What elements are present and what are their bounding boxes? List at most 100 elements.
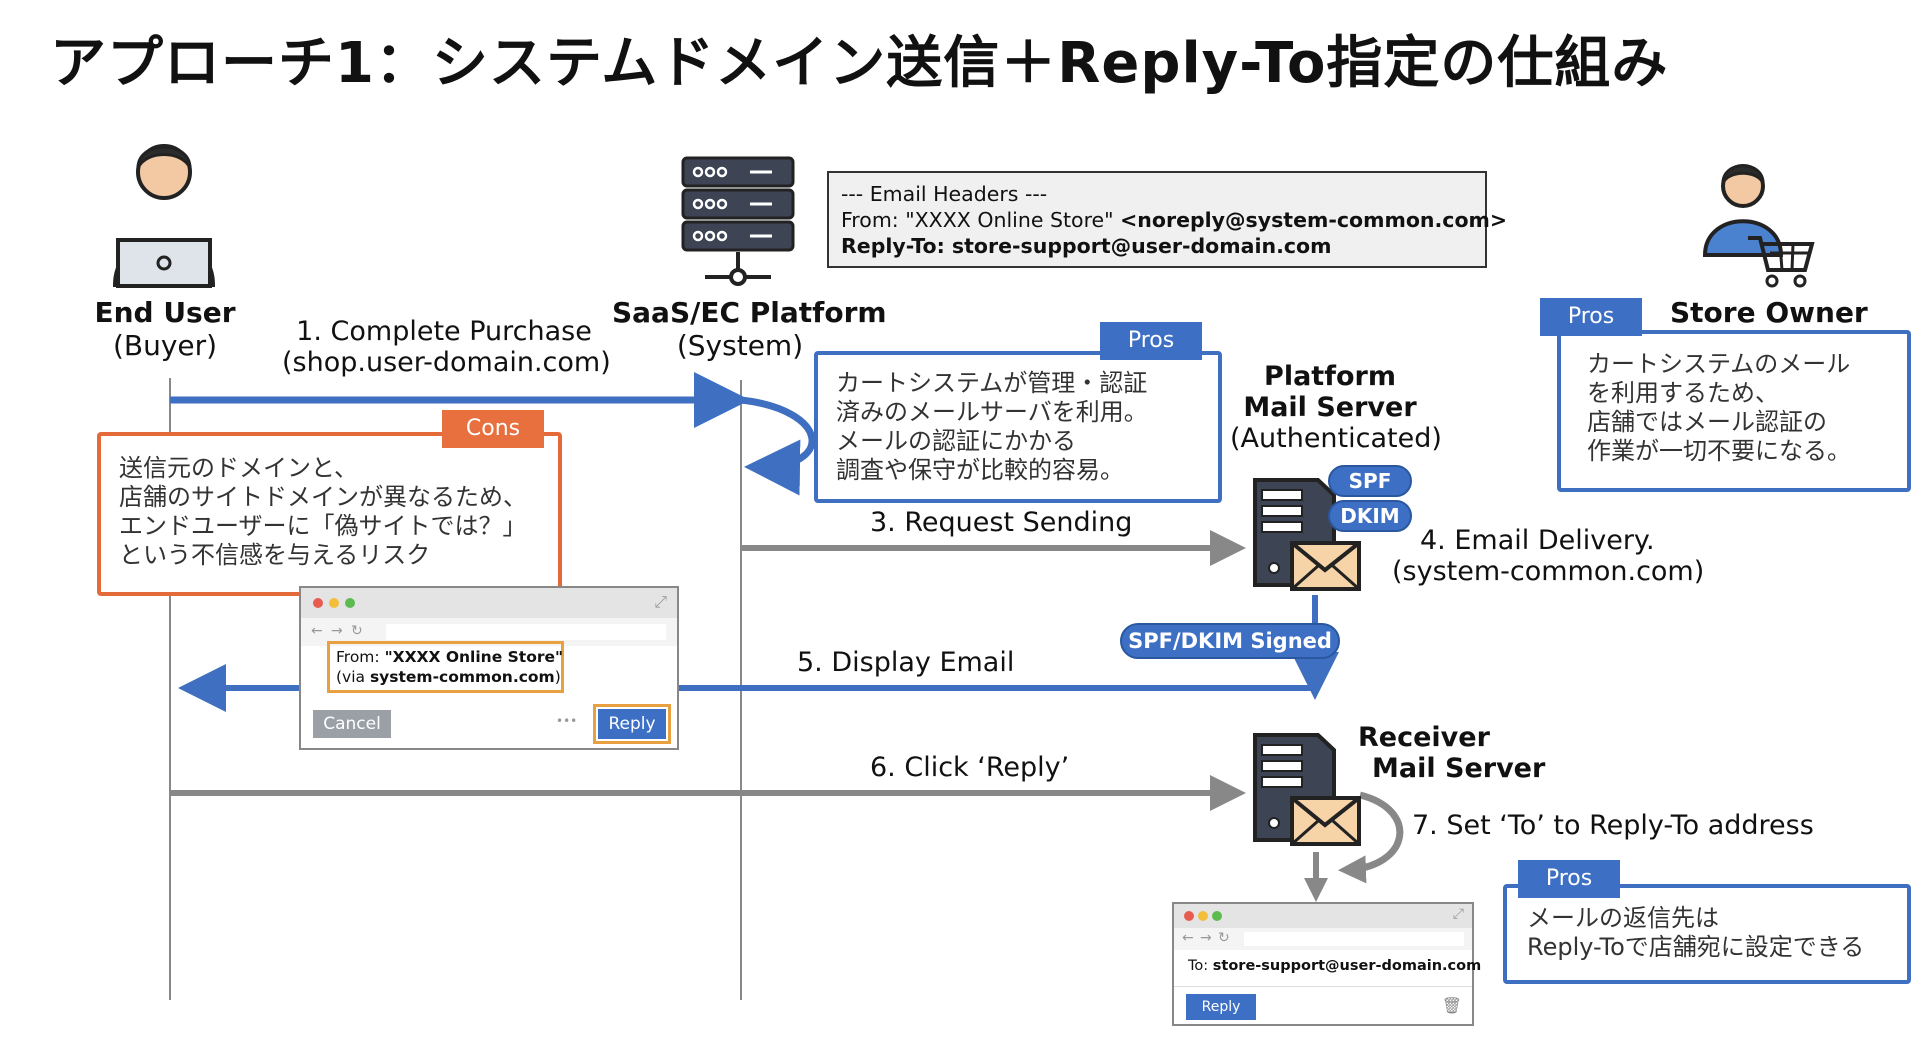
- replyto-label: Reply-To: [841, 234, 937, 258]
- client-via-line: (via system-common.com): [336, 667, 561, 687]
- reply-button[interactable]: Reply: [1186, 994, 1256, 1020]
- cons-tag: Cons: [442, 410, 544, 448]
- nav-bar: ← → ↻: [1174, 928, 1472, 950]
- cons-line: エンドユーザーに「偽サイトでは？」: [119, 512, 527, 540]
- expand-icon[interactable]: ⤢: [654, 592, 667, 611]
- reload-icon[interactable]: ↻: [351, 623, 363, 639]
- pros-store-tag: Pros: [1540, 298, 1642, 336]
- step4-label: 4. Email Delivery. (system-common.com): [1392, 525, 1704, 587]
- email-headers-replyto: Reply-To: store-support@user-domain.com: [841, 233, 1473, 259]
- step3-label: 3. Request Sending: [870, 507, 1133, 538]
- pros-reply-line: Reply-Toで店舗宛に設定できる: [1527, 933, 1865, 961]
- expand-icon[interactable]: ⤢: [1452, 906, 1464, 922]
- address-bar[interactable]: [386, 624, 666, 640]
- minimize-dot[interactable]: [1198, 911, 1208, 921]
- step4-line2: (system-common.com): [1392, 556, 1705, 587]
- step1-label: 1. Complete Purchase (shop.user-domain.c…: [282, 316, 611, 378]
- pros-reply-box: メールの返信先は Reply-Toで店舗宛に設定できる: [1503, 884, 1911, 984]
- end-user-name: End User: [94, 296, 236, 329]
- pros-store-line: を利用するため、: [1587, 379, 1779, 407]
- client-via-suffix: ): [554, 668, 561, 686]
- pros-store-line: カートシステムのメール: [1587, 350, 1851, 378]
- platform-mail-label: Platform Mail Server (Authenticated): [1230, 361, 1442, 454]
- client-from-name: "XXXX Online Store": [384, 648, 564, 666]
- forward-icon[interactable]: →: [1200, 930, 1212, 946]
- cons-line: 送信元のドメインと、: [119, 454, 359, 482]
- more-icon[interactable]: •••: [556, 714, 578, 728]
- platform-mail-line3: (Authenticated): [1230, 423, 1442, 454]
- divider: [1174, 986, 1472, 987]
- spf-dkim-signed-badge: SPF/DKIM Signed: [1120, 623, 1340, 659]
- pros-reply-line: メールの返信先は: [1527, 904, 1719, 932]
- arrow-step7-curve: [1338, 791, 1404, 884]
- reload-icon[interactable]: ↻: [1218, 930, 1230, 946]
- step6-label: 6. Click ‘Reply’: [870, 752, 1070, 783]
- email-headers-title: --- Email Headers ---: [841, 182, 1048, 206]
- pros-platform-tag: Pros: [1100, 322, 1202, 360]
- pros-reply-tag: Pros: [1518, 860, 1620, 898]
- step4-line1: 4. Email Delivery.: [1420, 525, 1655, 556]
- client-to-address: store-support@user-domain.com: [1212, 958, 1482, 974]
- pros-platform-line: メールの認証にかかる: [836, 427, 1076, 455]
- step1-line2: (shop.user-domain.com): [282, 347, 611, 378]
- cons-line: 店舗のサイトドメインが異なるため、: [119, 483, 527, 511]
- client-from-line: From: "XXXX Online Store": [336, 647, 563, 667]
- server-rack-icon: [681, 156, 795, 286]
- client-via-prefix: (via: [336, 668, 370, 686]
- client-via-domain: system-common.com: [369, 668, 555, 686]
- step7-label: 7. Set ‘To’ to Reply-To address: [1412, 810, 1814, 841]
- store-owner-name: Store Owner: [1670, 296, 1868, 329]
- platform-mail-line2: Mail Server: [1243, 392, 1417, 423]
- platform-name: SaaS/EC Platform: [612, 296, 887, 329]
- platform-sub: (System): [676, 329, 804, 362]
- pros-platform-box: カートシステムが管理・認証 済みのメールサーバを利用。 メールの認証にかかる 調…: [814, 351, 1222, 503]
- receiver-mail-line1: Receiver: [1358, 722, 1490, 753]
- mail-client-reply-window: ⤢ ← → ↻ To: store-support@user-domain.co…: [1172, 902, 1481, 1026]
- mail-server-icon-receiver: [1253, 733, 1361, 846]
- back-icon[interactable]: ←: [1182, 930, 1194, 946]
- end-user-sub: (Buyer): [112, 329, 218, 362]
- page-title: アプローチ1：システムドメイン送信＋Reply-To指定の仕組み: [50, 31, 1669, 96]
- platform-mail-line1: Platform: [1264, 361, 1396, 392]
- cons-box: 送信元のドメインと、 店舗のサイトドメインが異なるため、 エンドユーザーに「偽サ…: [97, 432, 562, 596]
- from-highlight: From: "XXXX Online Store" (via system-co…: [327, 641, 564, 693]
- maximize-dot[interactable]: [1212, 911, 1222, 921]
- pros-store-line: 店舗ではメール認証の: [1587, 408, 1827, 436]
- client-to-prefix: To:: [1188, 958, 1213, 974]
- close-dot[interactable]: [1184, 911, 1194, 921]
- client-to-line: To: store-support@user-domain.com: [1188, 958, 1481, 974]
- pros-store-box: カートシステムのメール を利用するため、 店舗ではメール認証の 作業が一切不要に…: [1557, 330, 1911, 492]
- email-headers-from: From: "XXXX Online Store" <noreply@syste…: [841, 207, 1507, 233]
- address-bar[interactable]: [1244, 932, 1464, 946]
- cancel-button[interactable]: Cancel: [313, 710, 391, 738]
- mail-server-icon: [1253, 478, 1361, 591]
- step5-label: 5. Display Email: [797, 647, 1015, 678]
- reply-highlight: [593, 704, 671, 744]
- receiver-mail-line2: Mail Server: [1372, 753, 1546, 784]
- pros-store-line: 作業が一切不要になる。: [1587, 437, 1851, 465]
- maximize-dot[interactable]: [345, 598, 355, 608]
- window-titlebar: ⤢: [301, 588, 677, 618]
- arrow-step2-loop: [740, 396, 816, 496]
- receiver-mail-label: Receiver Mail Server: [1358, 722, 1545, 784]
- reply-button[interactable]: Reply: [598, 709, 666, 739]
- platform-label: SaaS/EC Platform (System): [612, 296, 887, 362]
- step1-line1: 1. Complete Purchase: [296, 316, 592, 347]
- back-icon[interactable]: ←: [311, 623, 323, 639]
- spf-badge: SPF: [1328, 465, 1412, 497]
- dkim-badge: DKIM: [1328, 500, 1412, 532]
- pros-platform-line: 調査や保守が比較的容易。: [836, 456, 1124, 484]
- from-address: <noreply@system-common.com>: [1120, 208, 1508, 232]
- close-dot[interactable]: [313, 598, 323, 608]
- email-headers-box: --- Email Headers --- From: "XXXX Online…: [827, 171, 1507, 268]
- cons-line: という不信感を与えるリスク: [119, 541, 431, 569]
- minimize-dot[interactable]: [329, 598, 339, 608]
- trash-icon[interactable]: 🗑: [1441, 996, 1462, 1015]
- forward-icon[interactable]: →: [331, 623, 343, 639]
- pros-platform-line: カートシステムが管理・認証: [836, 369, 1148, 397]
- laptop-user-icon: [112, 144, 216, 288]
- from-prefix: From: "XXXX Online Store": [841, 208, 1121, 232]
- shopping-cart-user-icon: [1702, 164, 1815, 288]
